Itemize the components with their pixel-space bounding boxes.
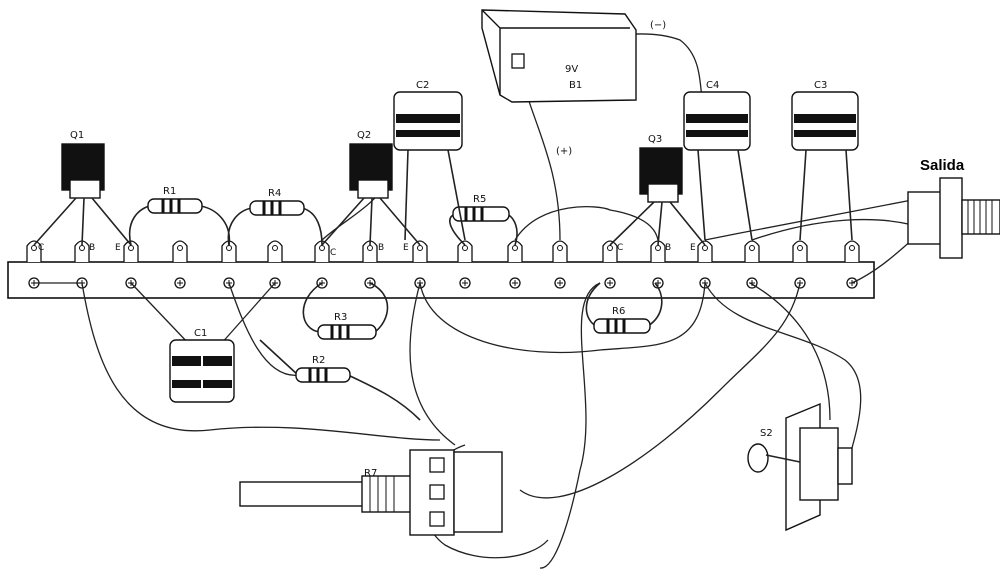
terminal-lug-hole xyxy=(128,245,134,251)
r4-label: R4 xyxy=(268,188,281,199)
terminal-lug-hole xyxy=(607,245,613,251)
capacitor-c1 xyxy=(169,339,235,403)
r1-label: R1 xyxy=(163,186,176,197)
output-label: Salida xyxy=(920,157,965,174)
terminal-lug xyxy=(412,240,428,262)
resistor-r4 xyxy=(227,200,323,246)
r2-label: R2 xyxy=(312,355,325,366)
terminal-screw-slot xyxy=(462,280,468,286)
terminal-lug-hole xyxy=(367,245,373,251)
r5-label: R5 xyxy=(473,194,486,205)
battery-negative-label: (−) xyxy=(650,20,666,31)
terminal-screw-slot xyxy=(512,280,518,286)
terminal-lug xyxy=(507,240,523,262)
potentiometer-r7 xyxy=(239,449,503,536)
s2-label: S2 xyxy=(760,428,773,439)
terminal-lug-hole xyxy=(849,245,855,251)
c2-label: C2 xyxy=(416,80,429,91)
c1-label: C1 xyxy=(194,328,207,339)
terminal-lug-hole xyxy=(655,245,661,251)
c3-label: C3 xyxy=(814,80,827,91)
terminal-lug-hole xyxy=(226,245,232,251)
terminal-lug-hole xyxy=(557,245,563,251)
switch-s2 xyxy=(747,402,853,532)
terminal-lug-hole xyxy=(462,245,468,251)
terminal-strip xyxy=(7,240,875,299)
r3-label: R3 xyxy=(334,312,347,323)
terminal-lug xyxy=(697,240,713,262)
resistor-r6 xyxy=(585,282,663,334)
resistor-r5 xyxy=(449,206,518,246)
terminal-lug xyxy=(602,240,618,262)
terminal-lug xyxy=(844,240,860,262)
q1-pin-b: B xyxy=(89,243,95,253)
r6-label: R6 xyxy=(612,306,625,317)
terminal-lug-hole xyxy=(512,245,518,251)
r7-label: R7 xyxy=(364,468,377,479)
terminal-screw-slot xyxy=(557,280,563,286)
battery-positive-label: (+) xyxy=(556,146,572,157)
q1-pin-c: C xyxy=(38,243,44,253)
q2-pin-c: C xyxy=(330,248,336,258)
q3-pin-b: B xyxy=(665,243,671,253)
terminal-lug-hole xyxy=(31,245,37,251)
terminal-lug-hole xyxy=(749,245,755,251)
q2-label: Q2 xyxy=(357,130,371,141)
terminal-screw-slot xyxy=(177,280,183,286)
terminal-lug xyxy=(457,240,473,262)
battery-voltage-label: 9V xyxy=(565,64,578,75)
battery-name-label: B1 xyxy=(569,80,582,91)
terminal-lug xyxy=(26,240,42,262)
q3-pin-c: C xyxy=(617,243,623,253)
q2-pin-b: B xyxy=(378,243,384,253)
capacitor-c3 xyxy=(791,91,859,241)
capacitor-c2 xyxy=(393,91,466,241)
capacitor-c4 xyxy=(683,91,753,241)
terminal-lug-hole xyxy=(319,245,325,251)
terminal-lug-hole xyxy=(702,245,708,251)
transistor-q2 xyxy=(321,143,421,246)
terminal-lug-hole xyxy=(272,245,278,251)
battery-b1 xyxy=(481,9,637,103)
resistor-r2 xyxy=(259,339,421,421)
output-jack xyxy=(907,177,1000,259)
terminal-lug-hole xyxy=(417,245,423,251)
terminal-lug xyxy=(792,240,808,262)
terminal-lug xyxy=(172,240,188,262)
q3-pin-e: E xyxy=(690,243,696,253)
transistor-q3 xyxy=(609,147,706,246)
terminal-lug-hole xyxy=(79,245,85,251)
terminal-lug-hole xyxy=(177,245,183,251)
q1-label: Q1 xyxy=(70,130,84,141)
c4-label: C4 xyxy=(706,80,719,91)
wiring xyxy=(34,33,936,569)
terminal-lug-hole xyxy=(797,245,803,251)
resistor-r1 xyxy=(128,198,231,246)
terminal-screw-slot xyxy=(607,280,613,286)
q2-pin-e: E xyxy=(403,243,409,253)
terminal-lug xyxy=(267,240,283,262)
q1-pin-e: E xyxy=(115,243,121,253)
transistor-q1 xyxy=(33,143,132,246)
terminal-lug xyxy=(744,240,760,262)
resistor-r3 xyxy=(302,282,389,340)
q3-label: Q3 xyxy=(648,134,662,145)
terminal-lug xyxy=(552,240,568,262)
